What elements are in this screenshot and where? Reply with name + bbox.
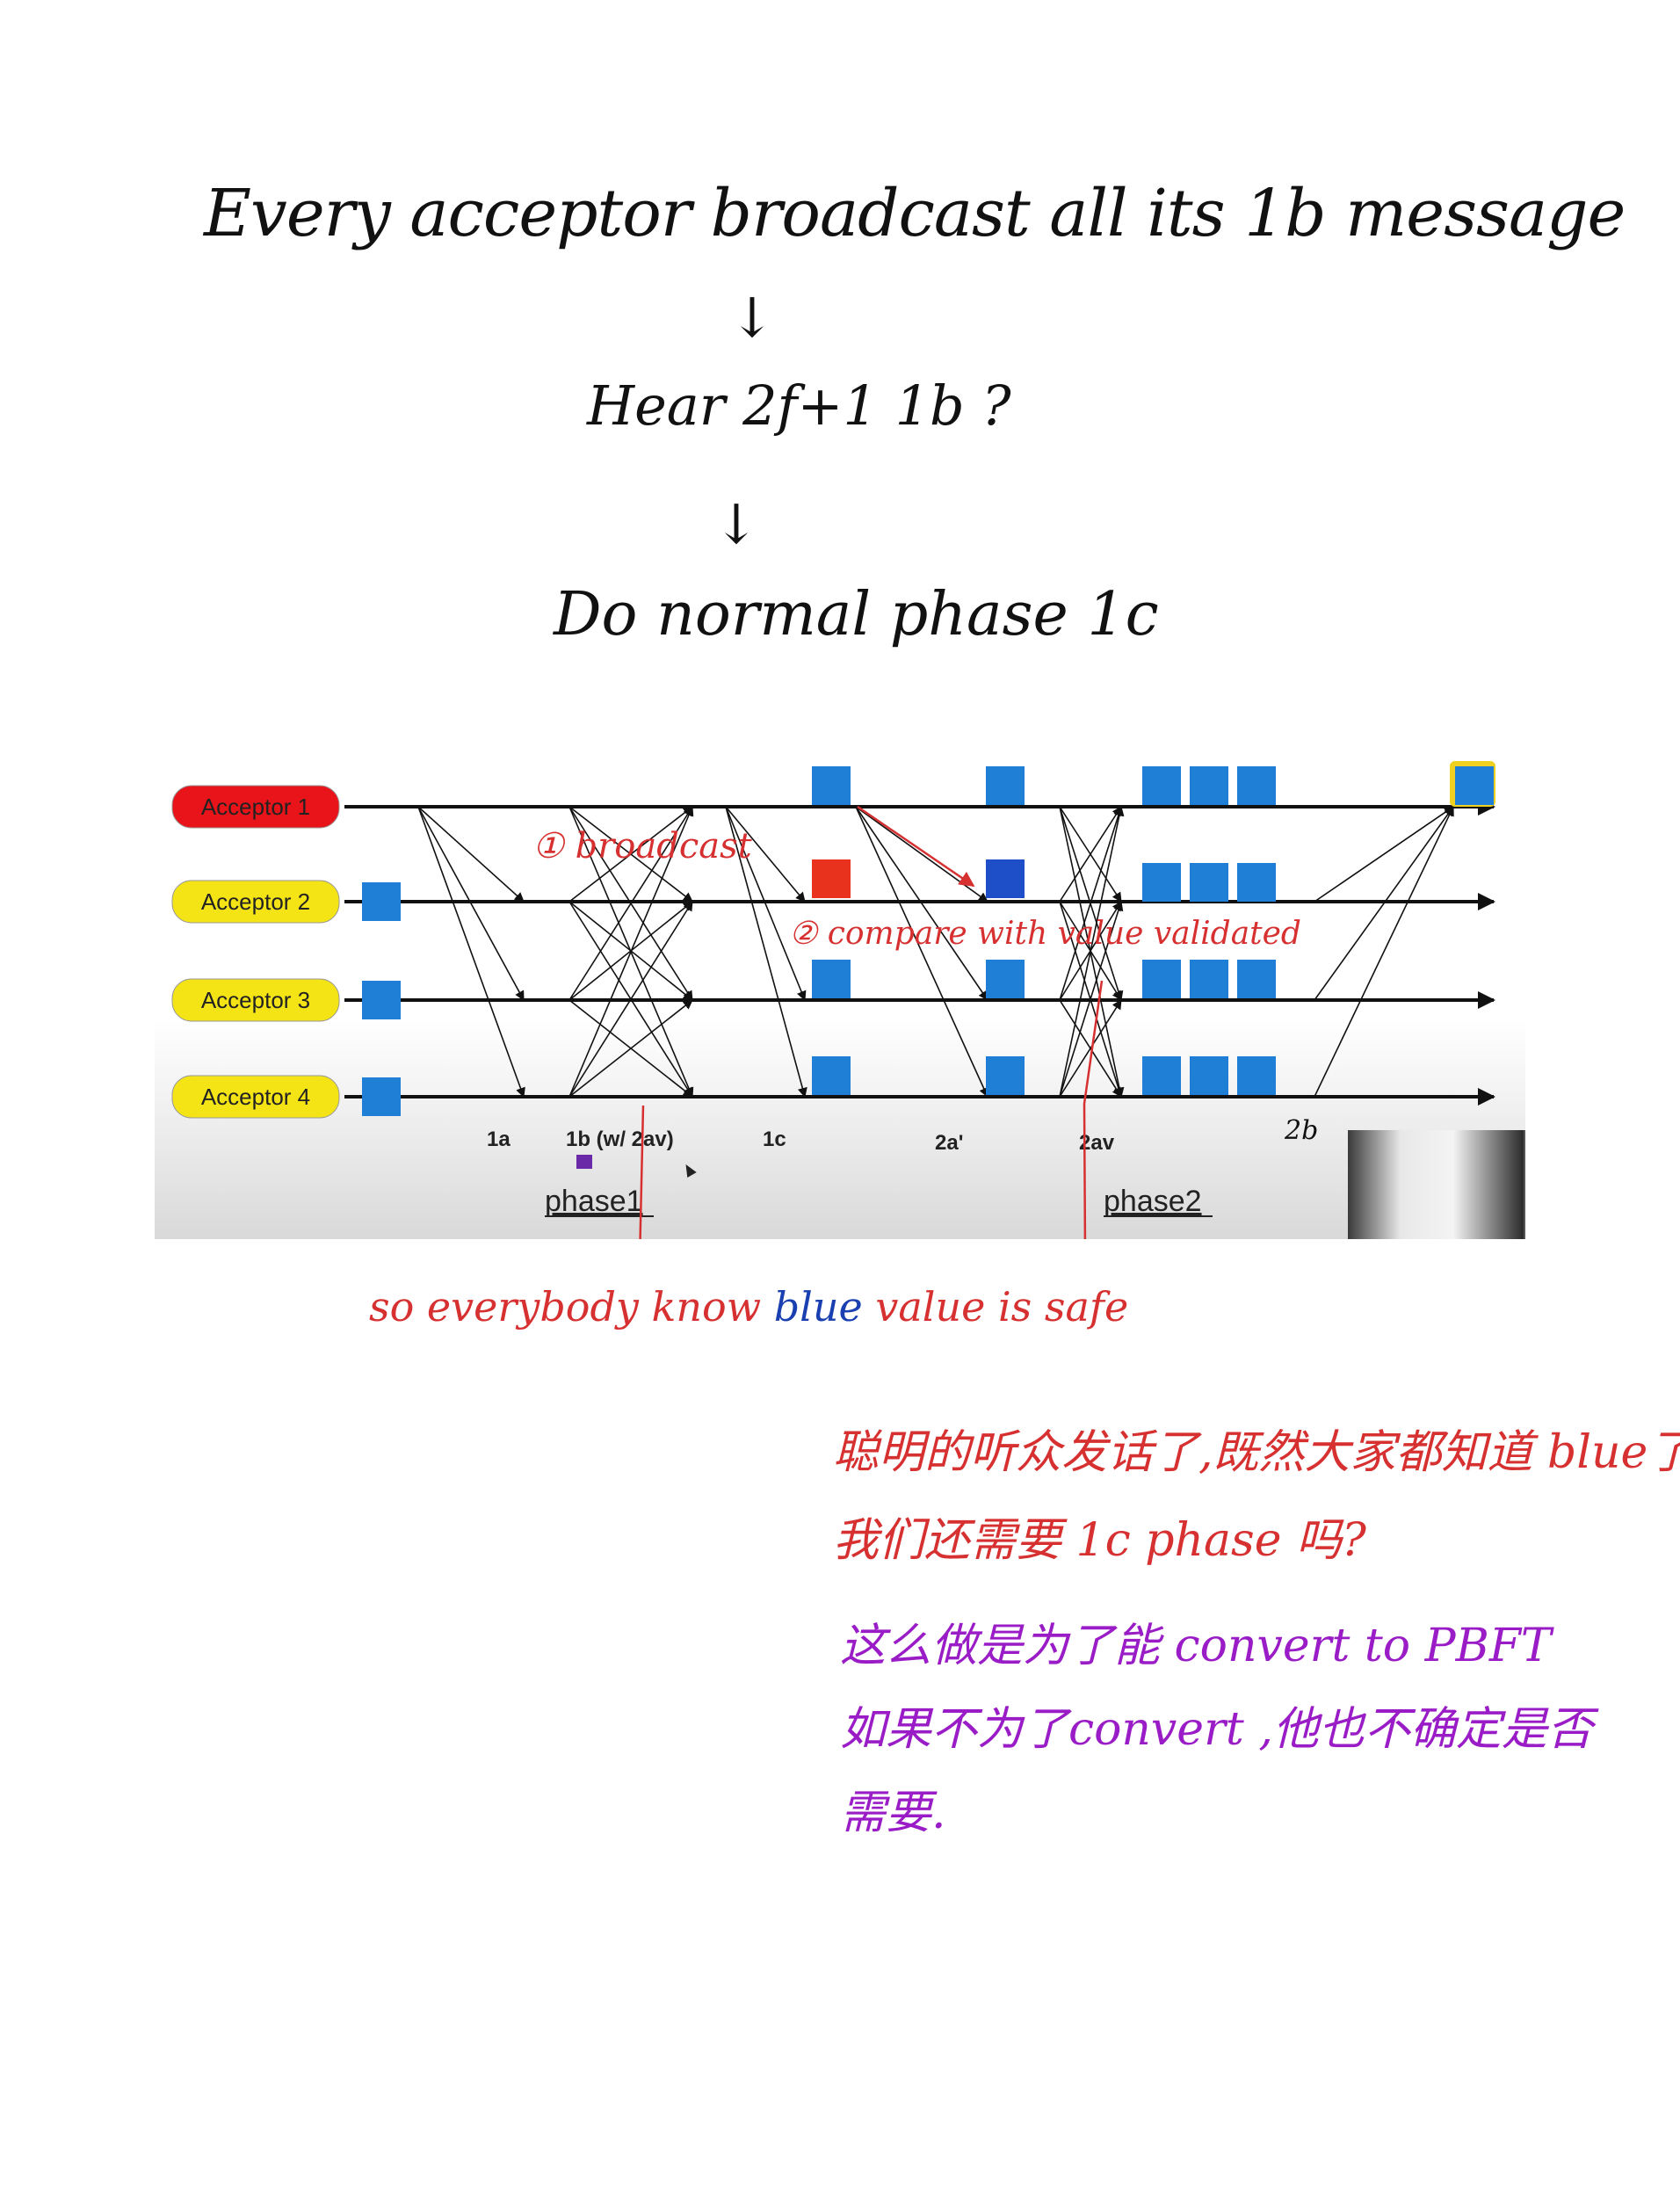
square-initial-acceptor-2: [362, 882, 401, 921]
square-1c-acceptor-4: [812, 1056, 851, 1095]
broadcast-note: ① broadcast: [532, 826, 753, 866]
step-label-2b: 2b: [1284, 1115, 1318, 1146]
square-initial-acceptor-4: [362, 1077, 401, 1116]
acceptor-label-4: Acceptor 4: [201, 1084, 310, 1110]
phase-label-1: phase1: [545, 1185, 643, 1218]
hear-quorum-note: Hear 2f+1 1b ?: [587, 373, 1011, 438]
msg-1c-arrow: [725, 806, 807, 1002]
square-2a-acceptor-3: [986, 960, 1025, 998]
acceptor-pill-2: [171, 880, 340, 924]
acceptor-pill-3: [171, 978, 340, 1022]
square-2av-acceptor-4-3: [1237, 1056, 1276, 1095]
msg-1b-arrow: [568, 901, 693, 1098]
square-2av-acceptor-4-2: [1190, 1056, 1228, 1095]
do-normal-phase-note: Do normal phase 1c: [554, 580, 1159, 649]
phase-label-2: phase2: [1104, 1185, 1202, 1218]
safe-note-suffix: value is safe: [862, 1283, 1129, 1331]
square-2av-acceptor-2-1: [1142, 863, 1181, 902]
acceptor-label-3: Acceptor 3: [201, 987, 310, 1013]
safe-note-blue: blue: [773, 1283, 863, 1331]
step-label-1c: 1c: [763, 1128, 786, 1151]
square-1c-acceptor-1: [812, 766, 851, 805]
red-arrow-compare: [857, 805, 975, 888]
square-2a-acceptor-4: [986, 1056, 1025, 1095]
msg-2a-arrow: [855, 806, 988, 1098]
msg-2av-arrow: [1059, 805, 1124, 1001]
square-decided-acceptor-1: [1455, 766, 1494, 805]
square-2a-acceptor-1: [986, 766, 1025, 805]
down-arrow-icon: ↓: [713, 492, 759, 556]
square-2a-acceptor-2: [986, 859, 1025, 898]
msg-1b-arrow: [568, 999, 693, 1098]
acceptor-timelines: [344, 798, 1495, 1106]
square-2av-acceptor-1-2: [1190, 766, 1228, 805]
acceptor-pill-4: [171, 1075, 340, 1119]
heading-note: Every acceptor broadcast all its 1b mess…: [204, 176, 1626, 251]
step-label-1b: 1b (w/ 2av): [566, 1128, 674, 1151]
msg-1a-arrow: [417, 806, 525, 1001]
square-2av-acceptor-3-3: [1237, 960, 1276, 998]
message-flow-svg: Acceptor 1 Acceptor 2 Acceptor 3 Acceptor 4…: [155, 752, 1525, 1239]
protocol-diagram: Acceptor 1 Acceptor 2 Acceptor 3 Acceptor 4…: [155, 752, 1525, 1239]
msg-2a-arrow: [855, 806, 988, 1001]
acceptor-labels: Acceptor 1 Acceptor 2 Acceptor 3 Acceptor 4: [171, 785, 340, 1119]
msg-2av-arrow: [1059, 805, 1125, 1098]
msg-2av-arrow: [1059, 806, 1122, 903]
webcam-thumbnail: [1348, 1130, 1524, 1239]
chinese-note-line-4: 如果不为了convert ,他也不确定是否: [840, 1703, 1593, 1756]
msg-1b-arrow: [568, 805, 694, 1098]
msg-1a-arrow: [417, 806, 525, 1098]
square-2av-acceptor-2-3: [1237, 863, 1276, 902]
down-arrow-icon: ↓: [729, 286, 775, 350]
square-2av-acceptor-1-1: [1142, 766, 1181, 805]
square-2av-acceptor-4-1: [1142, 1056, 1181, 1095]
square-2av-acceptor-3-1: [1142, 960, 1181, 998]
msg-2b-arrow: [1314, 806, 1454, 1001]
chinese-note-line-3: 这么做是为了能 convert to PBFT: [840, 1620, 1552, 1672]
safe-value-note: so everybody know blue value is safe: [369, 1283, 1128, 1331]
msg-1b-arrow: [568, 806, 693, 903]
value-squares: [362, 761, 1495, 1116]
chinese-note-line-1: 聪明的听众发话了,既然大家都知道 blue了: [833, 1426, 1680, 1479]
step-label-1a: 1a: [487, 1128, 511, 1151]
acceptor-pill-1: [171, 785, 340, 829]
msg-1a-arrow: [417, 806, 525, 903]
square-2av-acceptor-1-3: [1237, 766, 1276, 805]
msg-1c-arrow: [725, 806, 806, 903]
msg-2b-arrow: [1314, 805, 1454, 1098]
step-label-2a-prime: 2a': [935, 1131, 963, 1155]
chinese-note-line-2: 我们还需要 1c phase 吗?: [833, 1514, 1366, 1567]
msg-2av-arrow: [1059, 900, 1124, 1098]
purple-marker: [576, 1155, 592, 1169]
message-arrows: [417, 805, 1454, 1098]
red-pointer-safe: [639, 1105, 645, 1239]
square-1c-acceptor-2: [812, 859, 851, 898]
msg-2b-arrow: [1314, 806, 1454, 903]
msg-1c-arrow: [725, 806, 807, 1098]
acceptor-label-1: Acceptor 1: [201, 794, 310, 820]
chinese-note-line-5: 需要.: [840, 1787, 946, 1839]
safe-note-prefix: so everybody know: [369, 1283, 774, 1331]
square-2av-acceptor-2-2: [1190, 863, 1228, 902]
square-2av-acceptor-3-2: [1190, 960, 1228, 998]
square-initial-acceptor-3: [362, 981, 401, 1019]
msg-2av-arrow: [1059, 999, 1122, 1098]
msg-1b-arrow: [568, 806, 693, 1001]
acceptor-label-2: Acceptor 2: [201, 888, 310, 915]
compare-note: ② compare with value validated: [789, 916, 1301, 952]
square-1c-acceptor-3: [812, 960, 851, 998]
red-pointer-question: [1083, 980, 1104, 1239]
